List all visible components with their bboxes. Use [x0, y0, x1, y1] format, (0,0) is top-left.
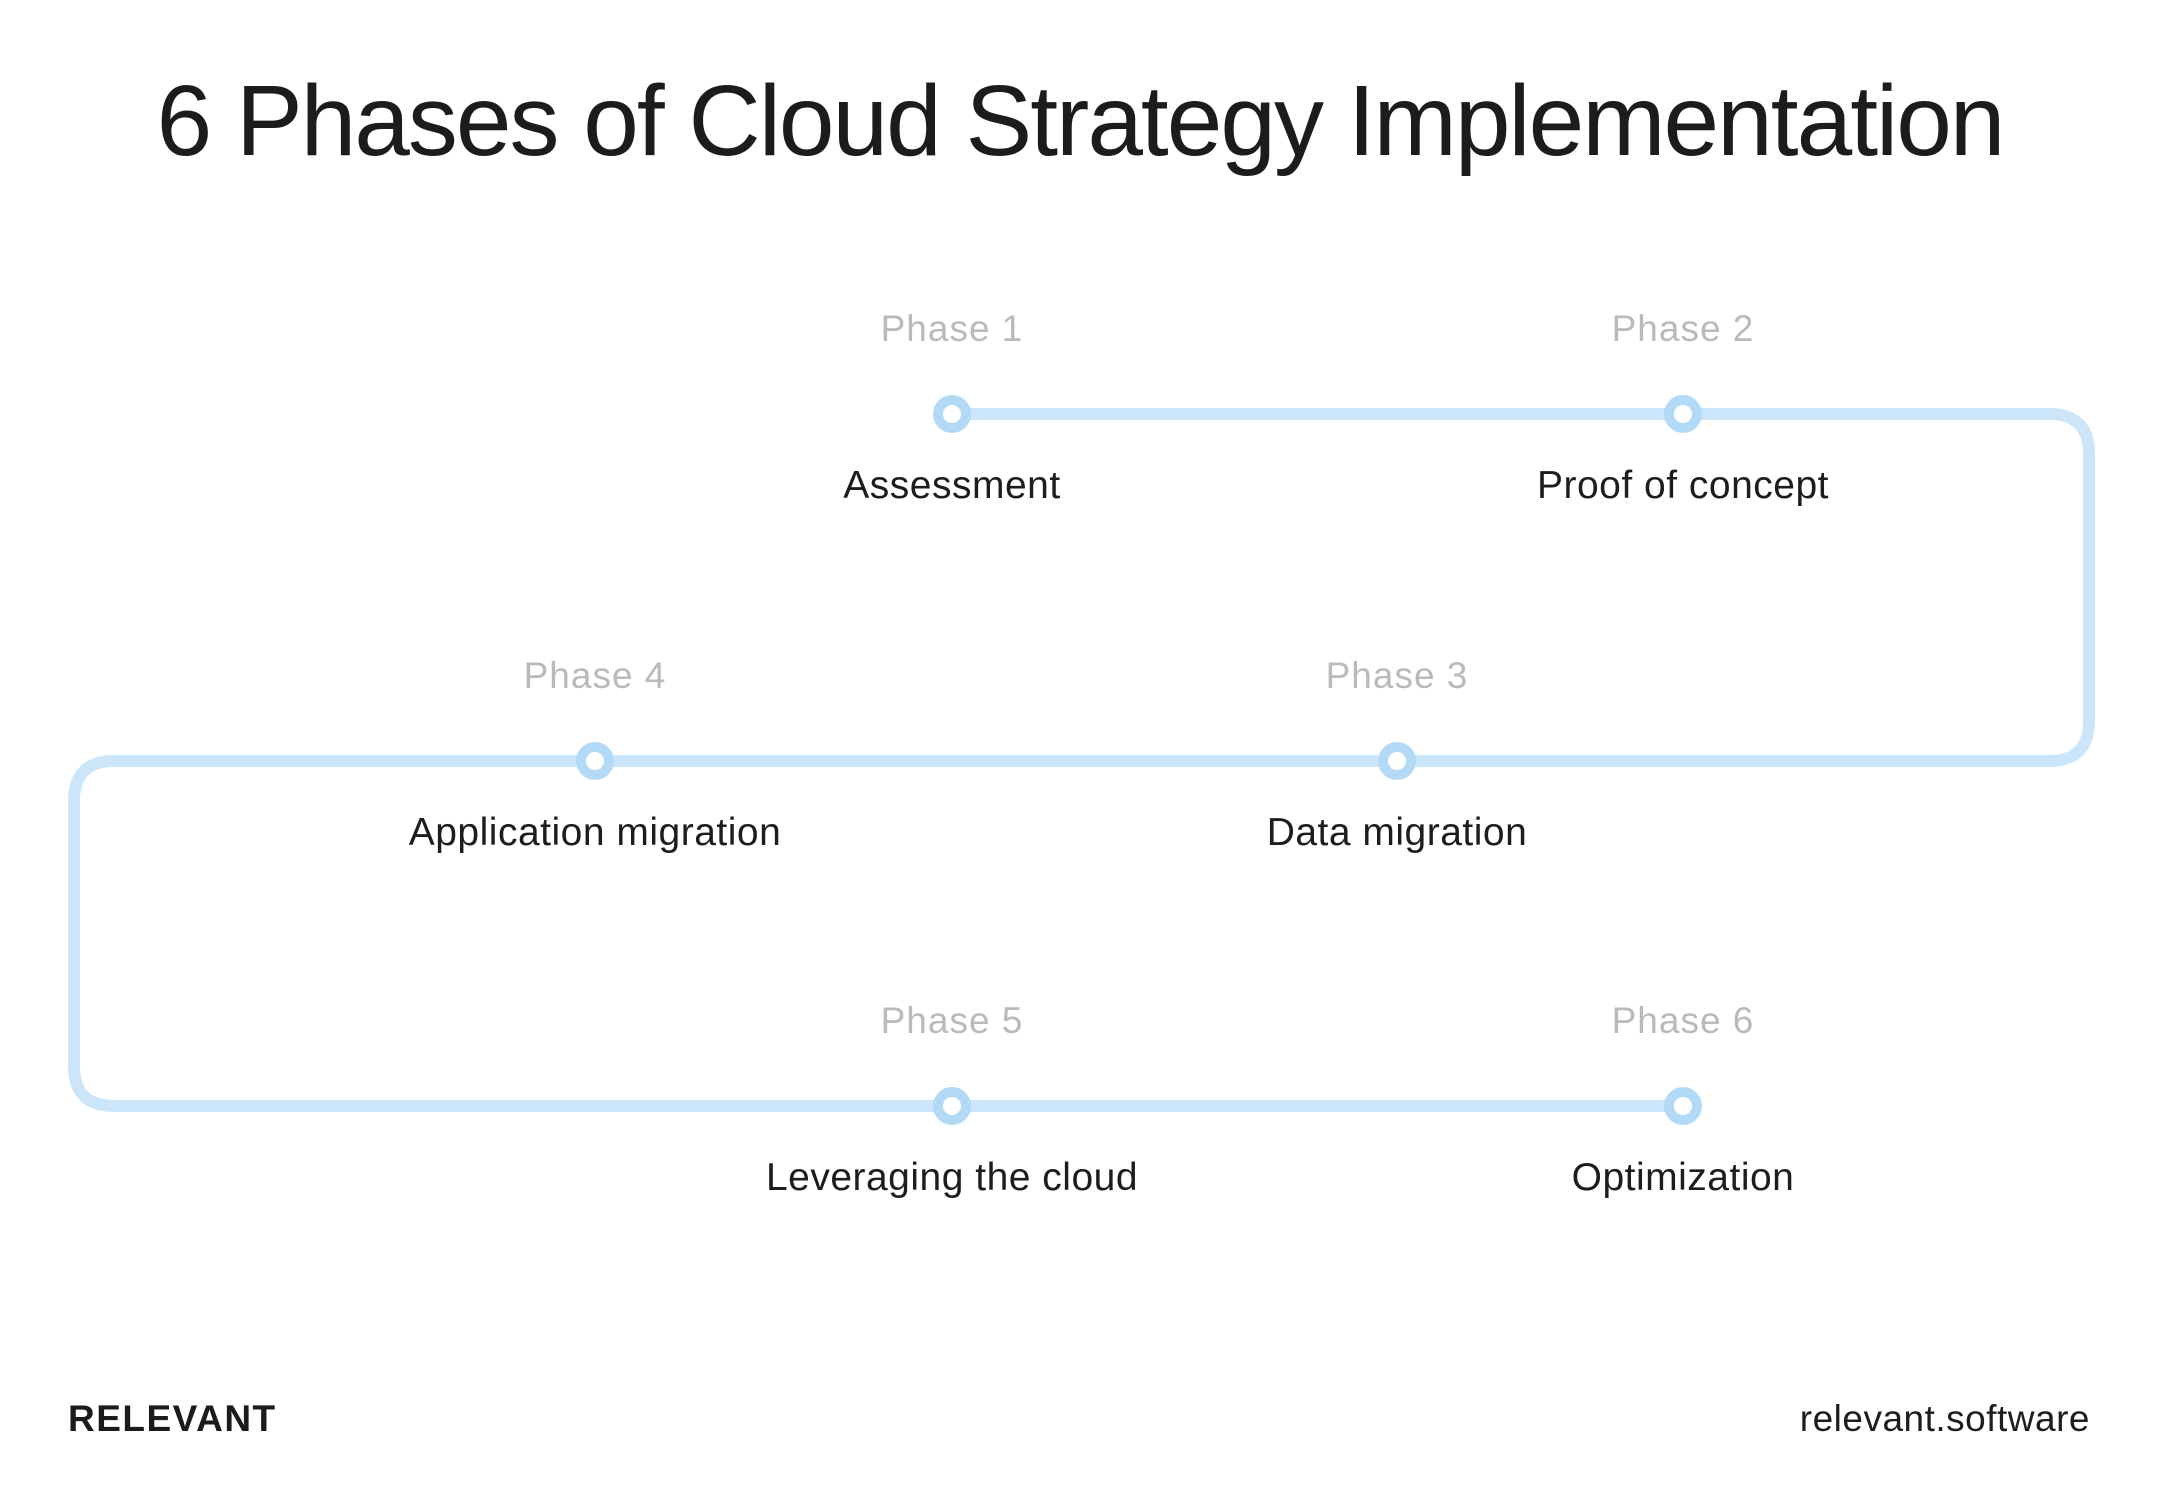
timeline-path	[68, 408, 2095, 1112]
phase-name-4: Application migration	[408, 811, 782, 854]
phase-label-6: Phase 6	[1611, 1000, 1755, 1041]
phase-dot-4	[576, 742, 614, 780]
phase-label-1: Phase 1	[880, 308, 1024, 349]
phase-label-5: Phase 5	[880, 1000, 1024, 1041]
phase-dot-5	[933, 1087, 971, 1125]
phase-dot-2	[1664, 395, 1702, 433]
phase-dot-1	[933, 395, 971, 433]
brand-logo: RELEVANT	[68, 1398, 277, 1439]
phase-name-5: Leveraging the cloud	[765, 1156, 1139, 1199]
phase-label-2: Phase 2	[1611, 308, 1755, 349]
phase-label-3: Phase 3	[1325, 655, 1469, 696]
phase-dot-3	[1378, 742, 1416, 780]
page-title: 6 Phases of Cloud Strategy Implementatio…	[156, 65, 2006, 177]
phase-name-6: Optimization	[1571, 1156, 1795, 1199]
phase-label-4: Phase 4	[523, 655, 667, 696]
phase-dot-6	[1664, 1087, 1702, 1125]
phase-name-1: Assessment	[843, 464, 1061, 507]
website-text: relevant.software	[1799, 1398, 2090, 1439]
phase-name-3: Data migration	[1266, 811, 1528, 854]
phase-name-2: Proof of concept	[1536, 464, 1829, 507]
